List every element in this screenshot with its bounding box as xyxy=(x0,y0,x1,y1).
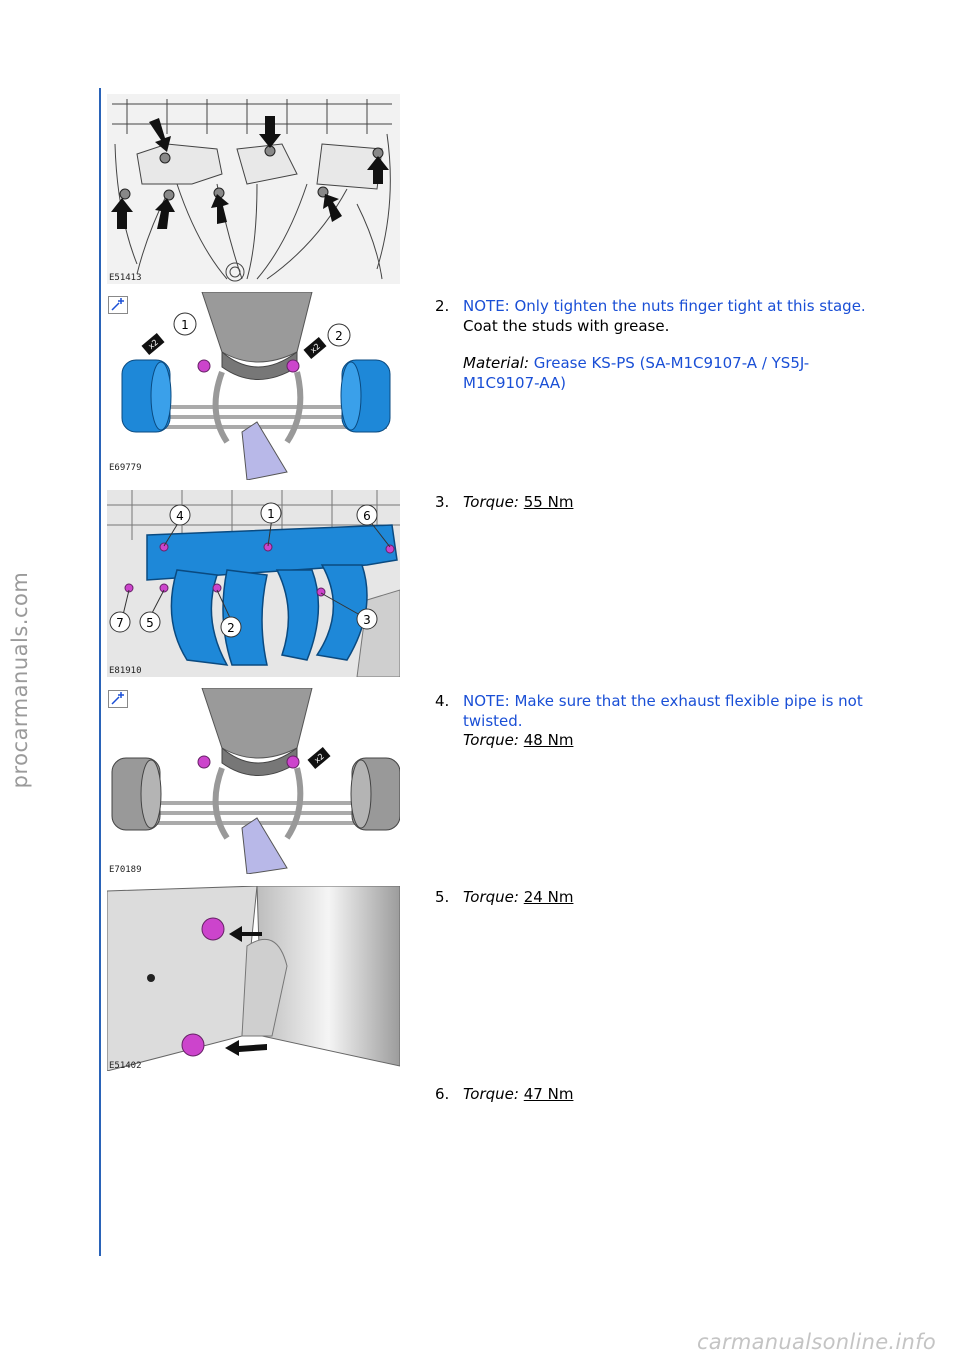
zoom-in-icon[interactable] xyxy=(108,690,128,708)
insulator-left xyxy=(121,359,172,433)
step-4: 4. NOTE: Make sure that the exhaust flex… xyxy=(435,692,875,751)
margin-rule xyxy=(99,88,101,1256)
step-5: 5. Torque: 24 Nm xyxy=(435,888,875,908)
torque-label: Torque: xyxy=(463,493,519,511)
step-2: 2. NOTE: Only tighten the nuts finger ti… xyxy=(435,297,875,393)
callout-1: 1 xyxy=(267,507,275,521)
exhaust-manifold xyxy=(146,524,398,666)
callout-6: 6 xyxy=(363,509,371,523)
figure-exhaust-flexible-pipe-install: x2 E70189 xyxy=(107,688,400,874)
torque-label: Torque: xyxy=(463,731,519,749)
callout-2: 2 xyxy=(227,621,235,635)
callout-7: 7 xyxy=(116,616,124,630)
step-text: Coat the studs with grease. xyxy=(463,316,670,335)
figure-heat-shield-bolts: E51402 xyxy=(107,886,400,1071)
torque-value[interactable]: 48 Nm xyxy=(523,731,574,749)
torque-label: Torque: xyxy=(463,1085,519,1103)
callout-2: 2 xyxy=(335,329,343,343)
step-number: 3. xyxy=(435,493,450,511)
torque-value[interactable]: 55 Nm xyxy=(523,493,574,511)
callout-4: 4 xyxy=(176,509,184,523)
bottom-watermark: carmanualsonline.info xyxy=(696,1330,936,1354)
step-6: 6. Torque: 47 Nm xyxy=(435,1085,875,1105)
material-value[interactable]: Grease KS-PS (SA-M1C9107-A / YS5J-M1C910… xyxy=(463,354,810,392)
torque-value[interactable]: 47 Nm xyxy=(523,1085,574,1103)
callout-3: 3 xyxy=(363,613,371,627)
side-watermark: procarmanuals.com xyxy=(8,571,32,789)
figure-id: E51413 xyxy=(109,273,142,283)
step-number: 5. xyxy=(435,888,450,906)
step-number: 4. xyxy=(435,692,450,710)
step-number: 2. xyxy=(435,297,450,315)
torque-label: Torque: xyxy=(463,888,519,906)
arrow-icon xyxy=(111,116,389,229)
step-note: NOTE: Make sure that the exhaust flexibl… xyxy=(463,692,863,730)
insulator-right xyxy=(340,359,391,433)
figure-manifold-tightening-sequence: 1 2 3 4 5 6 7 E81910 xyxy=(107,490,400,677)
torque-value[interactable]: 24 Nm xyxy=(523,888,574,906)
figure-exhaust-manifold-nuts: E51413 xyxy=(107,94,400,284)
figure-id: E81910 xyxy=(109,666,142,676)
step-3: 3. Torque: 55 Nm xyxy=(435,493,875,513)
figure-exhaust-flexible-pipe-grease: 1 2 x2 x2 E69779 xyxy=(107,292,400,480)
step-number: 6. xyxy=(435,1085,450,1103)
zoom-in-icon[interactable] xyxy=(108,296,128,314)
callout-5: 5 xyxy=(146,616,154,630)
material-label: Material: xyxy=(463,354,529,372)
figure-id: E70189 xyxy=(109,865,142,874)
figure-id: E51402 xyxy=(109,1061,142,1071)
step-note: NOTE: Only tighten the nuts finger tight… xyxy=(463,297,866,315)
figure-id: E69779 xyxy=(109,463,142,473)
callout-1: 1 xyxy=(181,318,189,332)
